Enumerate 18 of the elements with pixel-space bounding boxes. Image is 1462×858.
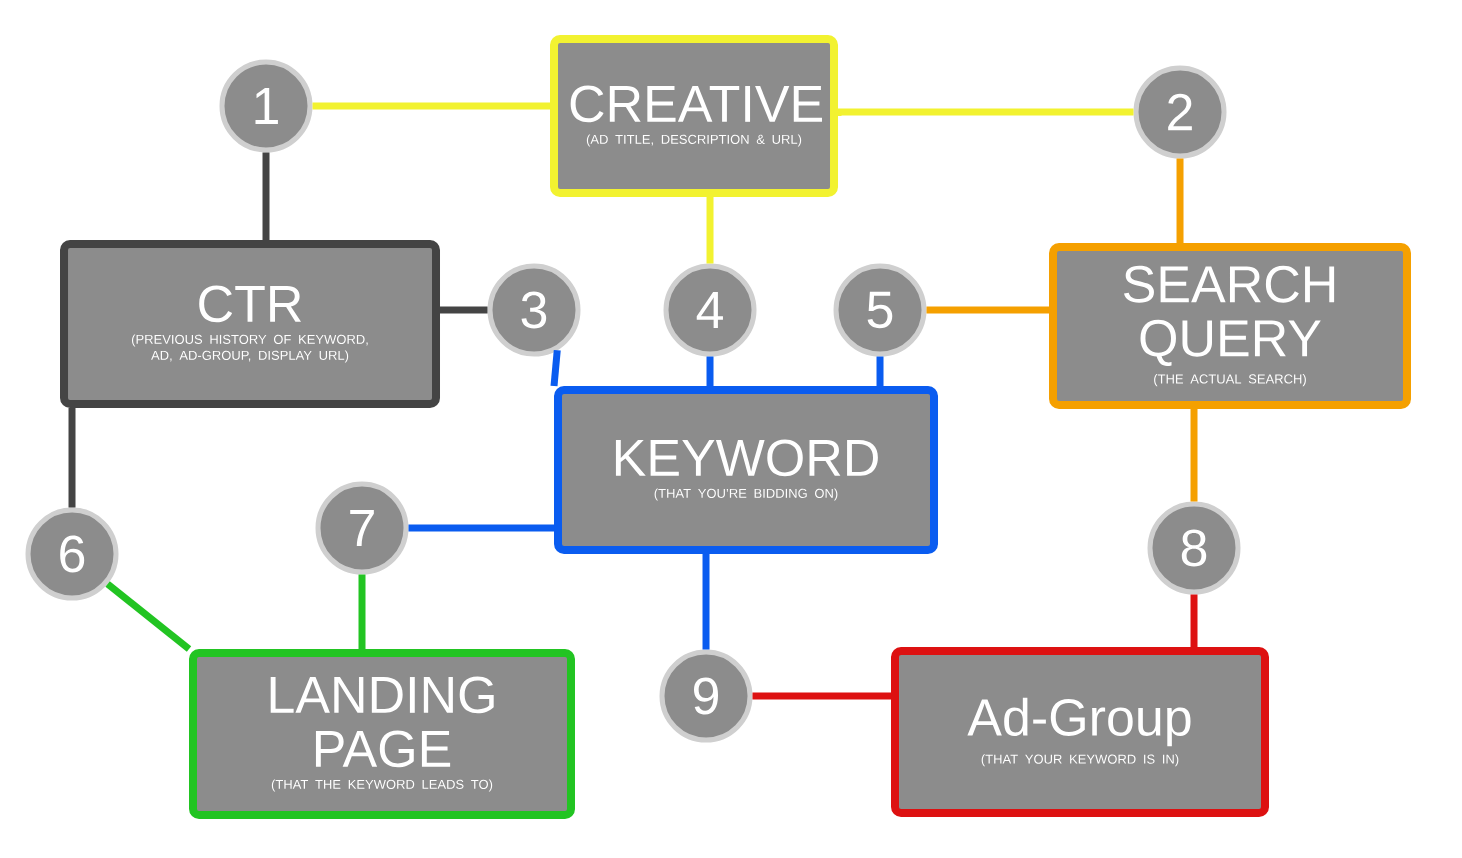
connector-line [68, 408, 76, 508]
connector-line [408, 524, 554, 532]
connector-line [926, 306, 1049, 314]
connector-line [550, 349, 561, 387]
connector-line [706, 197, 714, 264]
connector-line [752, 692, 891, 700]
connector-line [1176, 158, 1184, 243]
connector-line [1190, 594, 1198, 647]
connector-line [440, 306, 488, 314]
connector-line [312, 102, 550, 110]
connector-line [262, 152, 270, 240]
connector-line [876, 356, 884, 386]
connector-line [358, 574, 366, 649]
connector-line [834, 108, 1134, 117]
connector-line [1190, 409, 1198, 502]
connector-line [706, 356, 714, 386]
connector-line [702, 554, 710, 650]
connector-line [105, 581, 192, 652]
